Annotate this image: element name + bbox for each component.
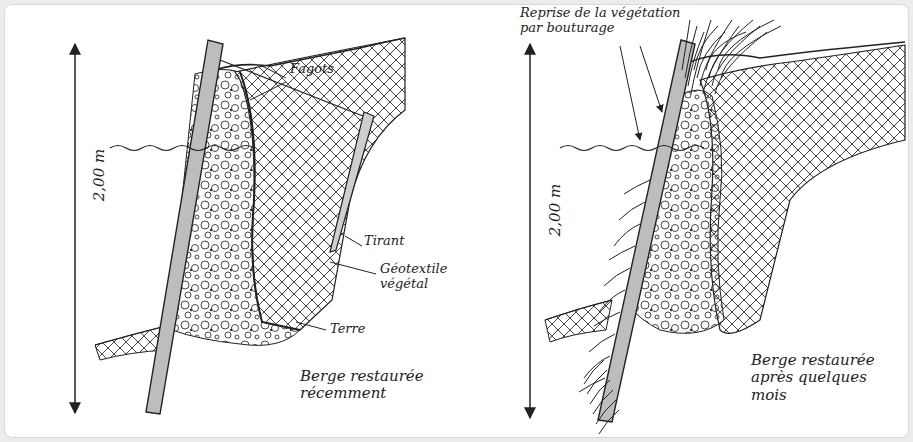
panel-caption: Berge restaurée récemment [300, 368, 440, 403]
dimension-label: 2,00 m [91, 149, 108, 201]
dimension-label: 2,00 m [547, 184, 564, 236]
part-label: Tirant [364, 234, 424, 249]
panel-caption: Berge restaurée après quelques mois [751, 352, 906, 404]
part-label: Géotextile végétal [380, 262, 460, 292]
part-label: Terre [330, 322, 390, 337]
annotation-label: Reprise de la végétation par bouturage [520, 6, 700, 36]
part-label: Fagots [290, 62, 360, 77]
